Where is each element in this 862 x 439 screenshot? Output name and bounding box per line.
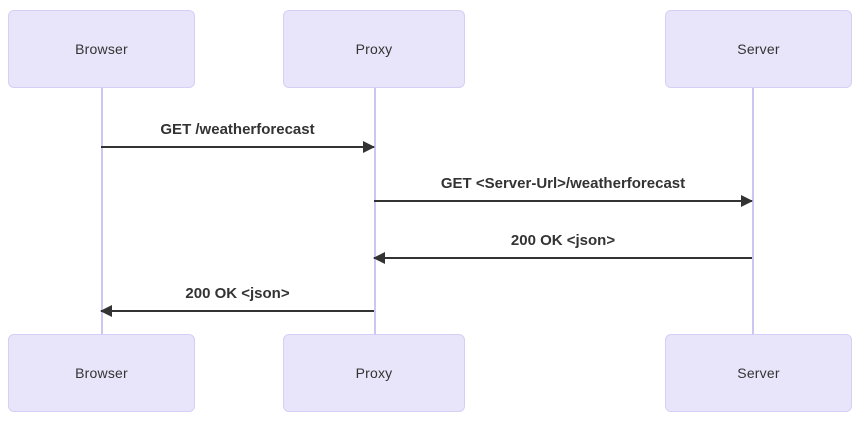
participant-label: Proxy [355,365,393,381]
arrowhead-right-icon [741,195,753,207]
lifeline-browser [101,88,103,334]
participant-browser-top[interactable]: Browser [8,10,195,88]
arrowhead-right-icon [363,141,375,153]
lifeline-server [752,88,754,334]
participant-label: Server [737,41,780,57]
message-line [101,310,374,312]
message-line [101,146,374,148]
arrowhead-left-icon [100,305,112,317]
participant-server-top[interactable]: Server [665,10,852,88]
participant-label: Browser [75,41,128,57]
message-label: GET <Server-Url>/weatherforecast [440,175,686,192]
participant-proxy-bottom[interactable]: Proxy [283,334,465,412]
participant-label: Browser [75,365,128,381]
message-label: 200 OK <json> [185,285,290,302]
lifeline-proxy [374,88,376,334]
participant-proxy-top[interactable]: Proxy [283,10,465,88]
message-label: 200 OK <json> [510,232,616,249]
message-line [374,257,752,259]
message-line [374,200,752,202]
participant-label: Proxy [355,41,393,57]
participant-server-bottom[interactable]: Server [665,334,852,412]
arrowhead-left-icon [373,252,385,264]
message-label: GET /weatherforecast [160,121,315,138]
participant-browser-bottom[interactable]: Browser [8,334,195,412]
participant-label: Server [737,365,780,381]
